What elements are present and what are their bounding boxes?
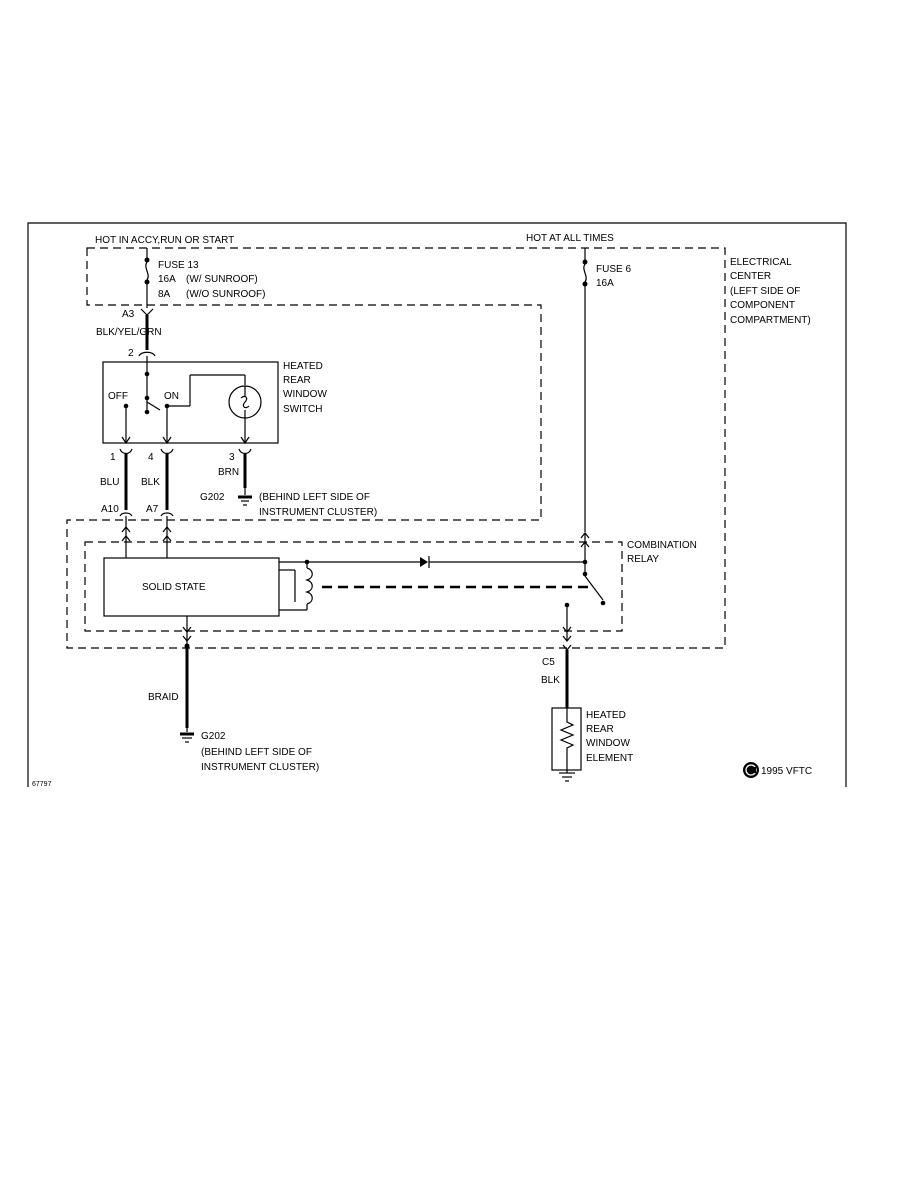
copyright-text: 1995 VFTC [761, 766, 812, 777]
fuse-13-8a: 8A [158, 289, 171, 300]
switch-off-label: OFF [108, 391, 128, 402]
figure-id: 67797 [32, 781, 52, 788]
electrical-center-label-4: COMPONENT [730, 300, 795, 311]
connector-pin-1 [119, 448, 133, 455]
fuse-6-label: FUSE 6 [596, 264, 631, 275]
switch-on-label: ON [164, 391, 179, 402]
hot-all-times-label: HOT AT ALL TIMES [526, 233, 614, 244]
g202-bottom-note-2: INSTRUMENT CLUSTER) [201, 762, 319, 773]
electrical-center-label-3: (LEFT SIDE OF [730, 286, 800, 297]
combination-relay-label-2: RELAY [627, 554, 659, 565]
fuse-13-label: FUSE 13 [158, 260, 199, 271]
diagram-frame [27, 222, 847, 787]
solid-state-module [103, 557, 280, 617]
electrical-center-label-2: CENTER [730, 271, 771, 282]
pin-2-label: 2 [128, 348, 134, 359]
relay-coil-icon [279, 562, 313, 611]
diode-icon [420, 556, 430, 568]
combination-relay-label-1: COMBINATION [627, 540, 697, 551]
electrical-center-label-5: COMPARTMENT) [730, 315, 811, 326]
pin-4-label: 4 [148, 452, 154, 463]
switch-label-3: WINDOW [283, 389, 327, 400]
pin-3-label: 3 [229, 452, 235, 463]
connector-a7-label: A7 [146, 504, 159, 515]
ground-icon [180, 728, 194, 743]
switch-label-1: HEATED [283, 361, 323, 372]
switch-label-2: REAR [283, 375, 311, 386]
switch-label-4: SWITCH [283, 404, 322, 415]
wire-braid: BRAID [148, 692, 179, 703]
electrical-center-label-1: ELECTRICAL [730, 257, 792, 268]
fuse-13-nosunroof: (W/O SUNROOF) [186, 289, 265, 300]
connector-pin-3 [238, 448, 252, 455]
ground-icon [559, 770, 575, 782]
fuse-6-16a: 16A [596, 278, 614, 289]
wire-blk-element: BLK [541, 675, 560, 686]
g202-top-note-1: (BEHIND LEFT SIDE OF [259, 492, 370, 503]
connector-c5-label: C5 [542, 657, 555, 668]
connector-a3 [140, 308, 154, 316]
connector-a10-label: A10 [101, 504, 119, 515]
solid-state-label: SOLID STATE [142, 582, 206, 593]
connector-pin-4 [160, 448, 174, 455]
fuse-6 [582, 248, 588, 532]
element-label-1: HEATED [586, 710, 626, 721]
wire-blk-yel-grn: BLK/YEL/GRN [96, 327, 162, 338]
wire-blu: BLU [100, 477, 119, 488]
fuse-13-16a: 16A [158, 274, 176, 285]
g202-bottom-label: G202 [201, 731, 226, 742]
connector-a3-label: A3 [122, 309, 135, 320]
element-label-3: WINDOW [586, 738, 630, 749]
g202-top-label: G202 [200, 492, 225, 503]
electrical-center-outline [66, 247, 726, 649]
g202-top-note-2: INSTRUMENT CLUSTER) [259, 507, 377, 518]
element-label-2: REAR [586, 724, 614, 735]
fuse-13-sunroof: (W/ SUNROOF) [186, 274, 258, 285]
copyright-icon [743, 762, 759, 778]
connector-pin-2 [138, 351, 156, 357]
heated-rear-window-switch [102, 361, 279, 444]
ground-icon [238, 488, 252, 506]
wire-blk-switch: BLK [141, 477, 160, 488]
hot-accy-label: HOT IN ACCY,RUN OR START [95, 235, 234, 246]
element-label-4: ELEMENT [586, 753, 633, 764]
wire-brn: BRN [218, 467, 239, 478]
g202-bottom-note-1: (BEHIND LEFT SIDE OF [201, 747, 312, 758]
fuse-13 [144, 248, 150, 308]
pin-1-label: 1 [110, 452, 116, 463]
